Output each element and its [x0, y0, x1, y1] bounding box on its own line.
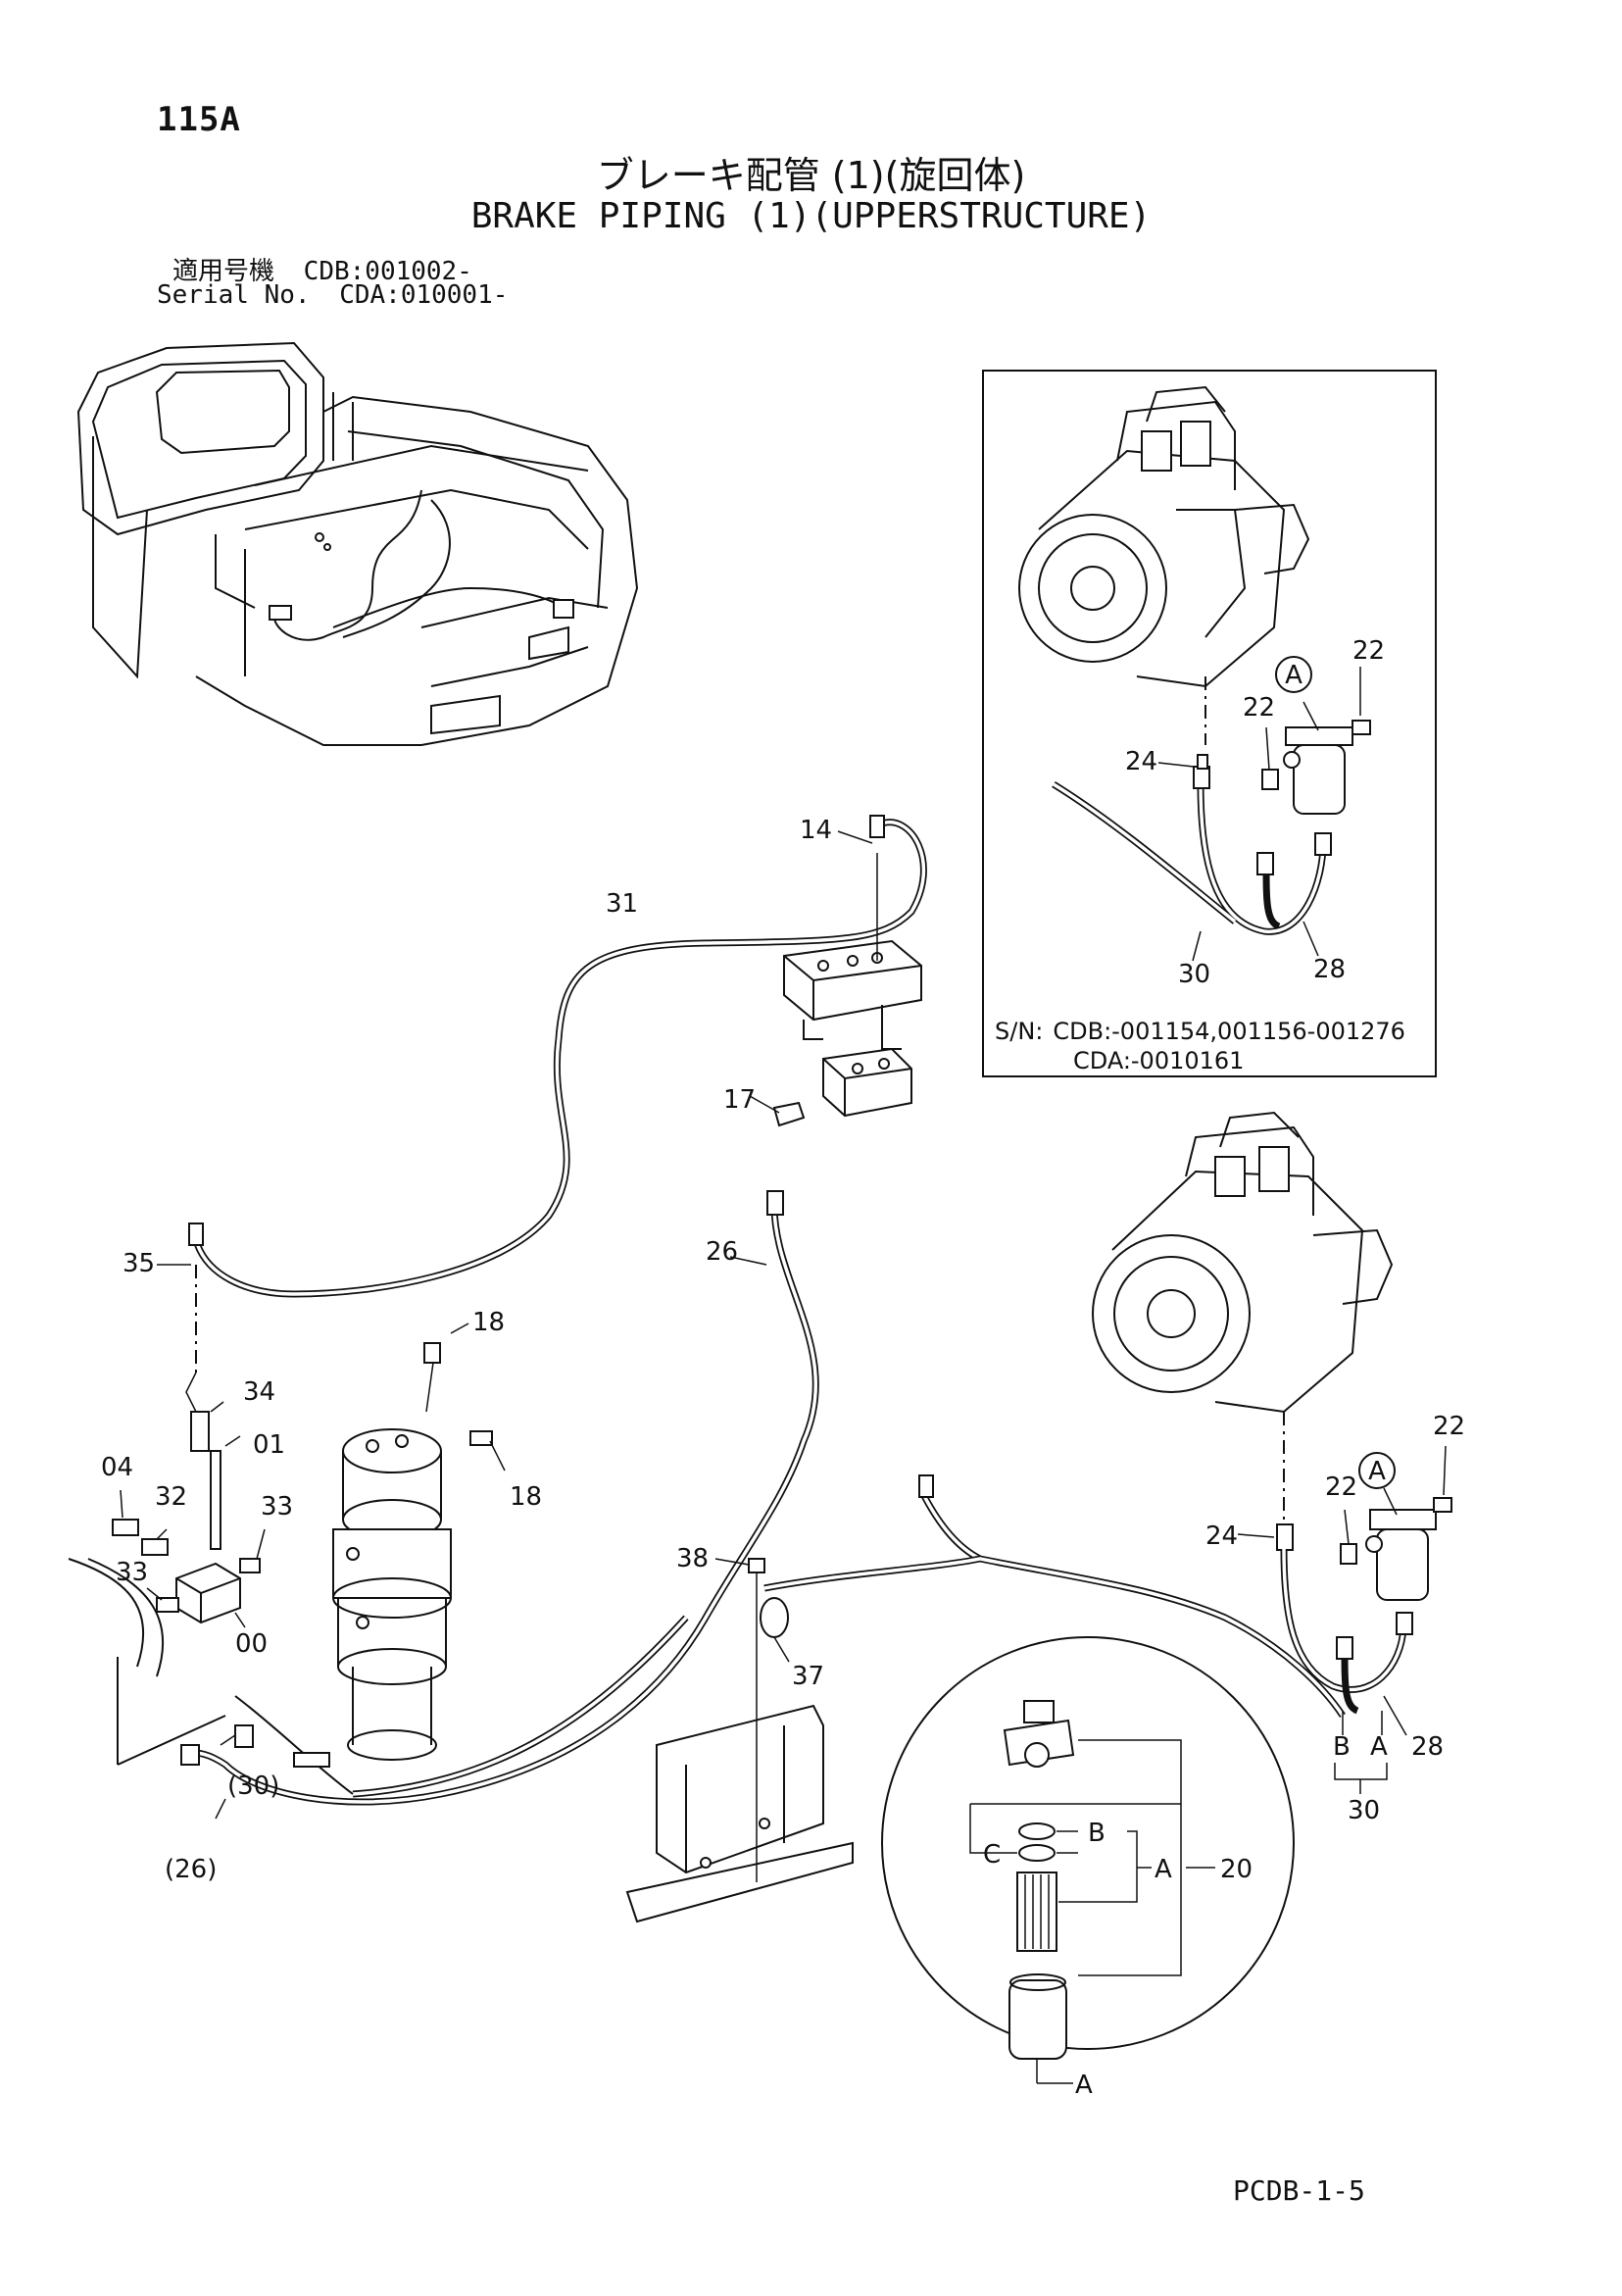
callout-31: 31 [606, 889, 638, 919]
detail-label-20: 20 [1220, 1855, 1253, 1884]
brake-valve [156, 1450, 261, 1624]
callout-32: 32 [155, 1482, 187, 1512]
callout-a-hose: A [1370, 1732, 1388, 1762]
title-japanese: ブレーキ配管 (1)(旋回体) [596, 154, 1026, 197]
callout-35: 35 [123, 1249, 155, 1278]
callout-33b: 33 [116, 1558, 148, 1587]
callout-24b: 24 [1205, 1522, 1238, 1551]
inset-sn-label: S/N: [995, 1018, 1043, 1045]
hose-30-28 [352, 1488, 1407, 1798]
applicable-label: 適用号機 CDB:001002- [172, 251, 472, 287]
inset-callout-22a: 22 [1352, 636, 1385, 666]
callout-26: 26 [706, 1237, 738, 1267]
callout-b-hose: B [1333, 1732, 1351, 1762]
detail-label-a-bottom: A [1075, 2071, 1093, 2100]
tee-block [772, 1047, 912, 1127]
callout-22d: 22 [1325, 1472, 1357, 1502]
inset-pump-assembly [1018, 385, 1310, 688]
callout-18a: 18 [472, 1308, 505, 1337]
inset-callout-30: 30 [1178, 960, 1210, 989]
applicable-value: CDB:001002- [303, 257, 472, 286]
manifold-block [783, 939, 922, 1050]
callout-28b: 28 [1411, 1732, 1444, 1762]
main-filter [1365, 1509, 1437, 1601]
detail-a-circle: B C A 20 A [881, 1636, 1295, 2100]
hose-26 [184, 1205, 819, 1806]
applicable-label-jp: 適用号機 [172, 257, 275, 286]
callout-33a: 33 [261, 1492, 293, 1522]
callout-37: 37 [792, 1662, 824, 1691]
callout-17: 17 [723, 1085, 756, 1115]
inset-callout-a: A [1285, 661, 1303, 690]
inset-callout-24: 24 [1125, 747, 1157, 776]
detail-label-a-inner: A [1155, 1855, 1172, 1884]
callout-26-paren: (26) [165, 1855, 217, 1884]
callout-18b: 18 [510, 1482, 542, 1512]
inset-callout-22b: 22 [1243, 693, 1275, 723]
page-number: 115A [157, 100, 241, 139]
callout-00: 00 [235, 1629, 268, 1659]
callout-22c: 22 [1433, 1412, 1465, 1441]
callout-30-paren: (30) [227, 1772, 279, 1801]
callout-a-main: A [1368, 1457, 1386, 1486]
serial-label: Serial No. [157, 280, 311, 310]
inset-sn-line1: S/N: CDB:-001154,001156-001276 [995, 1018, 1405, 1045]
callout-14: 14 [800, 816, 832, 845]
inset-sn-line2: CDA:-0010161 [1073, 1047, 1244, 1074]
page-footer-code: PCDB-1-5 [1233, 2174, 1365, 2207]
hose-31 [192, 819, 927, 1298]
main-pump-assembly [1092, 1111, 1394, 1414]
swivel-joint [332, 1428, 452, 1761]
serial-value: CDA:010001- [339, 280, 509, 310]
callout-30b: 30 [1348, 1796, 1380, 1825]
serial-number-row: Serial No. CDA:010001- [157, 280, 508, 310]
callout-34: 34 [243, 1377, 275, 1407]
callout-04: 04 [101, 1453, 133, 1482]
callout-38: 38 [676, 1544, 709, 1573]
clamp-bracket [625, 1704, 854, 1923]
inset-sn-value1: CDB:-001154,001156-001276 [1053, 1018, 1405, 1045]
callout-01: 01 [253, 1430, 285, 1460]
inset-early-serial: A 22 22 24 30 28 S/N: CDB:-001154,001156-… [982, 370, 1437, 1077]
inset-filter [1283, 726, 1353, 815]
detail-label-c: C [983, 1840, 1001, 1870]
machine-overview-illustration [76, 341, 639, 746]
inset-callout-28: 28 [1313, 955, 1346, 984]
detail-label-b: B [1088, 1819, 1106, 1848]
title-english: BRAKE PIPING (1)(UPPERSTRUCTURE) [470, 196, 1152, 236]
